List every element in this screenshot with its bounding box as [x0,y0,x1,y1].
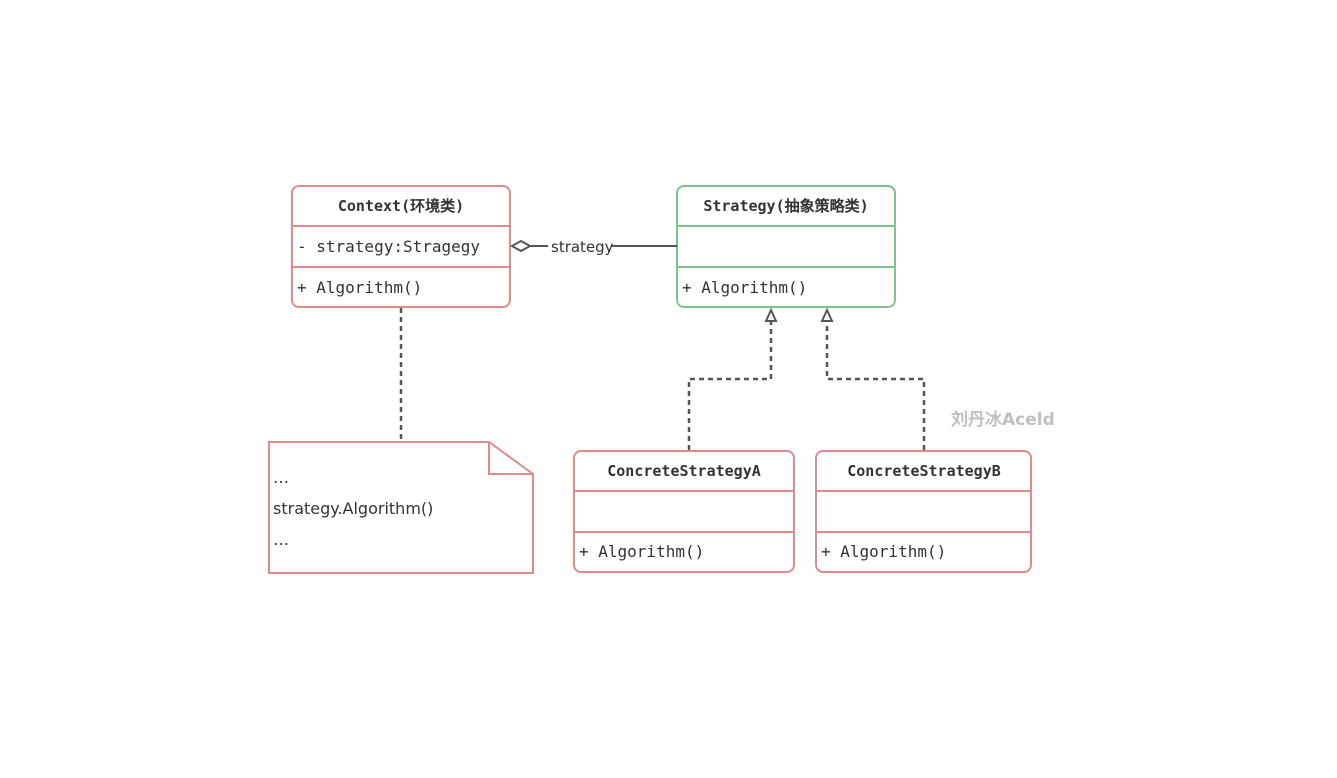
note-line-2: strategy.Algorithm() [273,499,433,518]
strategy-class: Strategy(抽象策略类) + Algorithm() [676,185,896,308]
aggregation-diamond-icon [509,239,533,253]
concrete-strategy-b-title: ConcreteStrategyB [847,462,1001,480]
realization-a [687,307,778,450]
strategy-class-title: Strategy(抽象策略类) [703,197,868,215]
realization-b-line [825,322,926,450]
concrete-strategy-a-class: ConcreteStrategyA + Algorithm() [573,450,795,573]
note-fold-icon [488,442,533,475]
association-label: strategy [551,238,614,256]
aggregation-association: strategy [509,238,677,256]
context-class-title: Context(环境类) [338,197,464,215]
concrete-strategy-a-title: ConcreteStrategyA [607,462,761,480]
concrete-a-method: + Algorithm() [579,542,704,561]
realization-b-arrow-icon [820,307,834,322]
realization-a-arrow-icon [764,307,778,322]
watermark-text: 刘丹冰Aceld [951,409,1055,430]
concrete-b-method: + Algorithm() [821,542,946,561]
realization-a-line [687,322,773,450]
note: … strategy.Algorithm() … [268,441,534,574]
note-line-1: … [273,468,289,487]
context-method: + Algorithm() [297,278,422,297]
note-shape [268,441,534,574]
strategy-method: + Algorithm() [682,278,807,297]
context-class-box [291,185,511,308]
concrete-strategy-b-box [815,450,1032,573]
context-class: Context(环境类) - strategy:Stragegy + Algor… [291,185,511,308]
note-line-3: … [273,530,289,549]
concrete-strategy-b-class: ConcreteStrategyB + Algorithm() [815,450,1032,573]
context-attribute: - strategy:Stragegy [297,237,480,256]
concrete-strategy-a-box [573,450,795,573]
realization-b [820,307,926,450]
